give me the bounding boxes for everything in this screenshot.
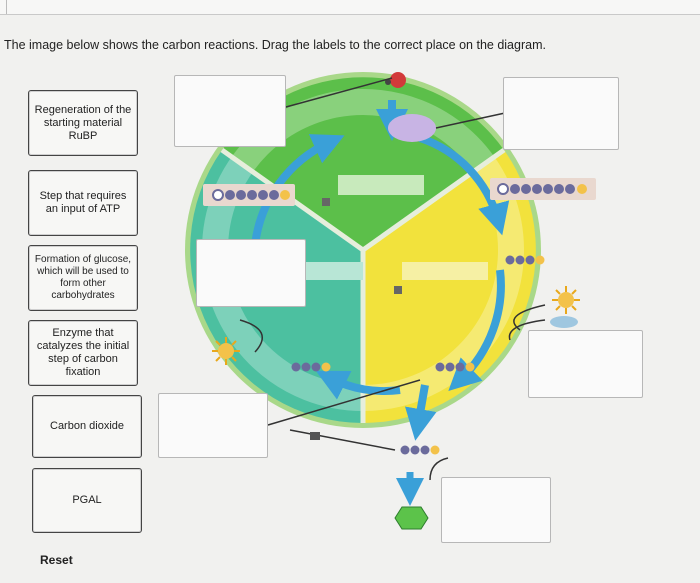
molecule-chain-bottom-right [435,362,475,372]
molecule-chain-bottom [400,445,440,455]
arrow-cycle-left [251,134,345,246]
top-bar-divider [6,0,7,14]
leader-line-co2 [285,77,393,108]
rubisco-enzyme [388,114,436,142]
arrow-cycle-bottom [315,370,401,400]
molecule-chain-small-right [505,255,545,265]
drop-zone-bottom-right[interactable] [441,477,551,543]
drop-zone-middle-right[interactable] [528,330,643,398]
co2-carbon-atom [385,79,391,85]
label-co2-text: Carbon dioxide [50,420,124,432]
molecule-chain-right [490,178,596,200]
molecule-chain-bottom-left [291,362,331,372]
arrow-pgal-out [404,384,437,441]
label-atp-step-text: Step that requires an input of ATP [39,190,127,215]
label-enzyme-carbon-fixation[interactable]: Enzyme that catalyzes the initial step o… [28,320,138,386]
input-curve-left [239,319,264,353]
instruction-text: The image below shows the carbon reactio… [4,38,546,52]
marker-square-bottom [310,432,320,440]
drop-zone-top-right[interactable] [503,77,619,150]
output-curve [429,457,449,481]
marker-square-green [322,198,330,206]
drop-zone-middle-left[interactable] [196,239,306,307]
input-curve-right-2 [508,319,546,341]
reset-button[interactable]: Reset [40,553,73,567]
nadph-carrier-icon [550,316,578,328]
label-pgal[interactable]: PGAL [32,468,142,533]
label-pgal-text: PGAL [72,494,102,506]
leader-line-enzyme [435,112,506,129]
marker-square-yellow [394,286,402,294]
label-regeneration-of-rubp[interactable]: Regeneration of the starting material Ru… [28,90,138,156]
label-regeneration-text: Regeneration of the starting material Ru… [34,103,132,142]
label-glucose-text: Formation of glucose, which will be used… [34,254,132,301]
arrow-cycle-top-right [418,134,510,236]
divider-right [361,147,506,253]
leader-line-regeneration [267,379,421,426]
segment-green [222,77,504,250]
segment-label-bar-yellow [402,262,488,280]
segment-label-bar-green [338,175,424,195]
glucose-hexagon-icon [394,506,429,530]
label-formation-of-glucose[interactable]: Formation of glucose, which will be used… [28,245,138,311]
label-enzyme-text: Enzyme that catalyzes the initial step o… [36,327,130,378]
sun-energy-icon-left [212,337,240,365]
leader-line-pgal [289,429,396,451]
drop-zone-bottom-left[interactable] [158,393,268,458]
label-carbon-dioxide[interactable]: Carbon dioxide [32,395,142,458]
label-step-requires-atp[interactable]: Step that requires an input of ATP [28,170,138,236]
drop-zone-top-left[interactable] [174,75,286,147]
top-bar [0,0,700,15]
co2-molecule-icon [390,72,406,88]
sun-energy-icon-right [552,286,580,314]
molecule-chain-left [203,184,295,206]
